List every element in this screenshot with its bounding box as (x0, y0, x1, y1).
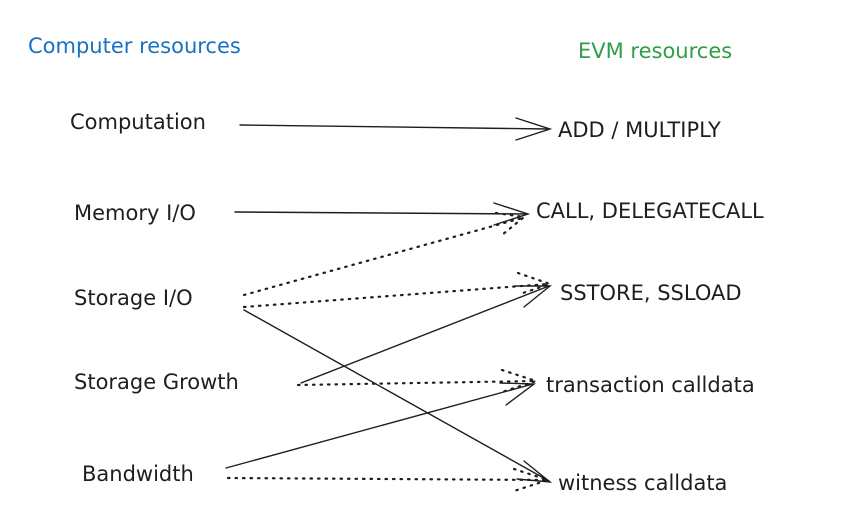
computer-resource-storage-io: Storage I/O (74, 286, 193, 310)
arrow-storage-growth-to-transaction-calldata (296, 368, 540, 394)
arrow-memory-io-to-call-delegatecall (234, 202, 531, 226)
evm-resource-sstore-ssload: SSTORE, SSLOAD (560, 281, 742, 305)
arrow-storage-io-to-call-delegatecall (242, 211, 527, 297)
computer-resource-computation: Computation (70, 110, 206, 134)
evm-resource-transaction-calldata: transaction calldata (546, 373, 755, 397)
arrow-storage-growth-to-sstore-ssload (300, 285, 552, 384)
arrow-bandwidth-to-witness-calldata (226, 467, 552, 493)
evm-resource-call-delegatecall: CALL, DELEGATECALL (536, 199, 764, 223)
computer-resources-header: Computer resources (28, 34, 241, 58)
computer-resource-storage-growth: Storage Growth (74, 370, 239, 394)
computer-resource-memory-io: Memory I/O (74, 201, 196, 225)
arrow-computation-to-add-multiply (239, 117, 553, 141)
arrow-storage-io-to-sstore-ssload (242, 271, 554, 309)
evm-resources-header: EVM resources (578, 39, 733, 63)
arrow-storage-io-to-witness-calldata (243, 309, 553, 483)
arrow-bandwidth-to-transaction-calldata (225, 382, 537, 469)
evm-resource-add-multiply: ADD / MULTIPLY (558, 118, 721, 142)
computer-resource-bandwidth: Bandwidth (82, 462, 194, 486)
evm-resource-witness-calldata: witness calldata (558, 471, 728, 495)
